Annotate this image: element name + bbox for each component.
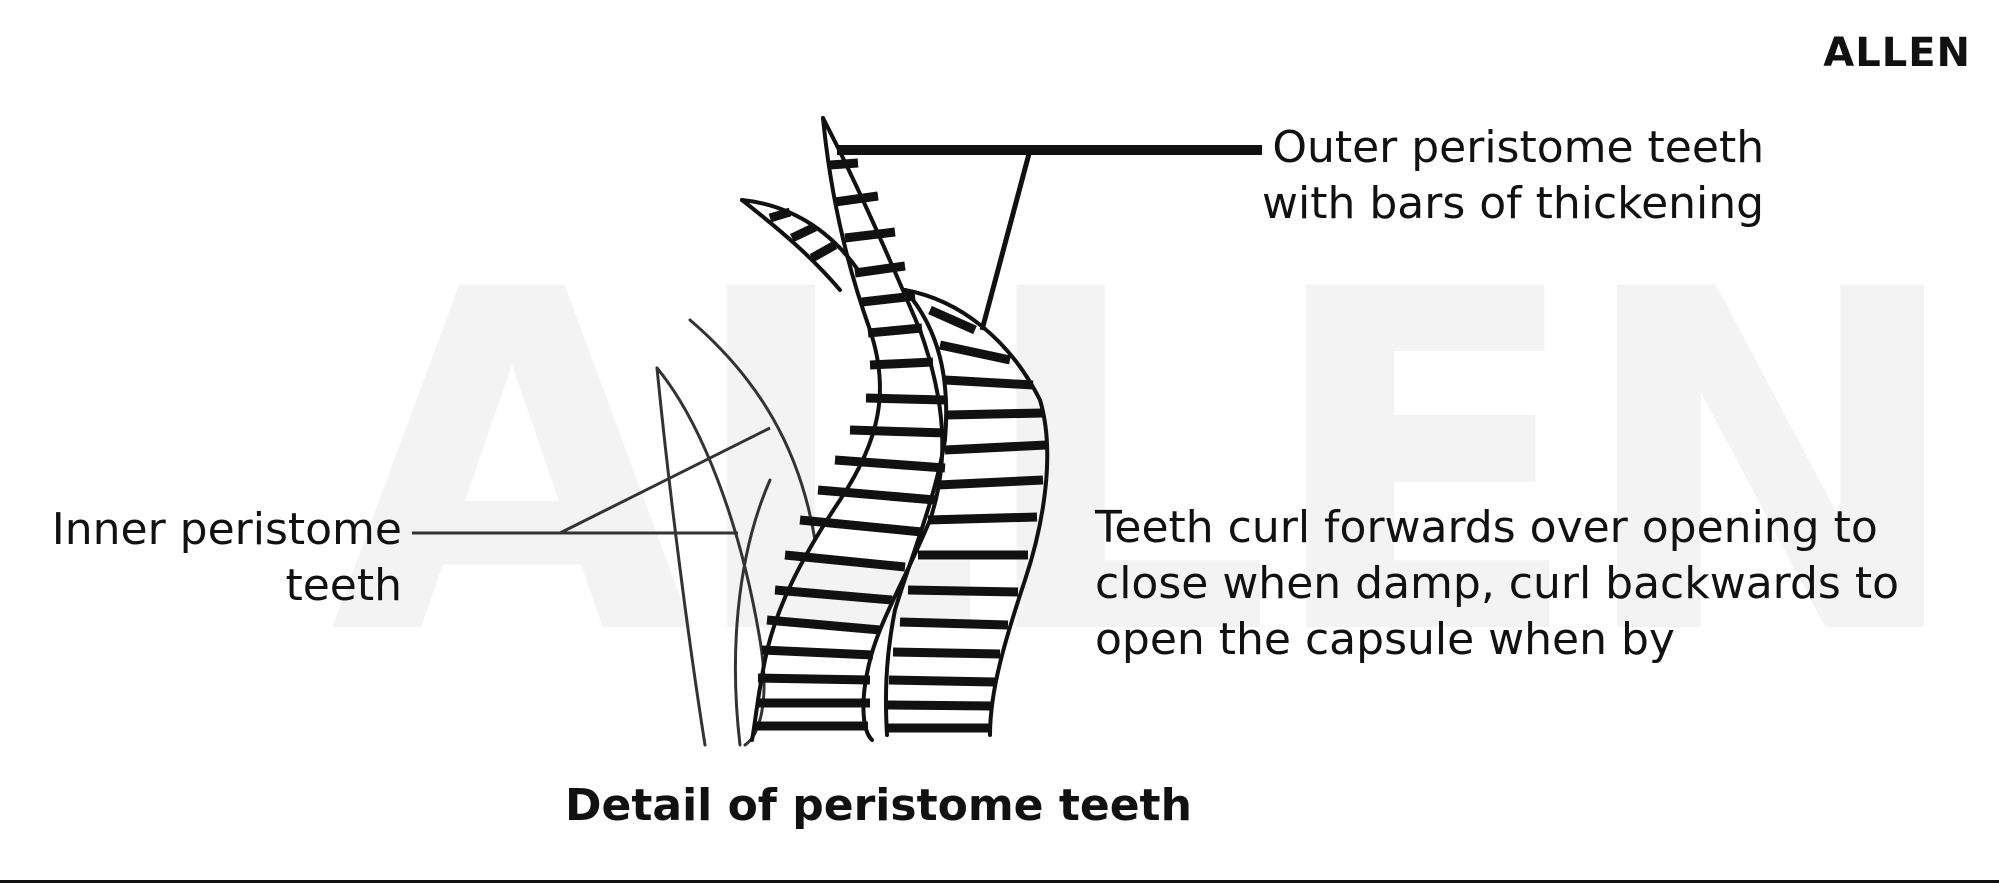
inner-teeth-label-line-1: Inner peristome [51, 504, 402, 555]
allen-watermark: ALLEN [330, 191, 1967, 738]
bars-of-thickening [754, 158, 1047, 733]
outer-teeth-label-line-1: Outer peristome teeth [1272, 122, 1765, 173]
outer-tooth-right [883, 288, 1050, 737]
inner-peristome-teeth-outline [655, 318, 817, 747]
inner-teeth-leader-lines [412, 426, 771, 535]
outer-tooth-small [740, 198, 860, 292]
diagram-caption: Detail of peristome teeth [565, 780, 1192, 831]
bottom-rule [0, 880, 1999, 883]
teeth-curl-label: Teeth curl forwards over opening to clos… [1095, 500, 1899, 668]
allen-logo: ALLEN [1823, 30, 1971, 76]
teeth-curl-label-line-1: Teeth curl forwards over opening to [1095, 502, 1878, 553]
teeth-curl-label-line-3: open the capsule when by [1095, 614, 1675, 665]
teeth-curl-label-line-2: close when damp, curl backwards to [1095, 558, 1900, 609]
inner-teeth-label-line-2: teeth [285, 560, 402, 611]
inner-teeth-label: Inner peristome teeth [30, 502, 402, 614]
outer-teeth-leader-lines [837, 145, 1262, 331]
outer-teeth-label-line-2: with bars of thickening [1262, 178, 1765, 229]
outer-teeth-label: Outer peristome teeth with bars of thick… [1262, 120, 1764, 232]
